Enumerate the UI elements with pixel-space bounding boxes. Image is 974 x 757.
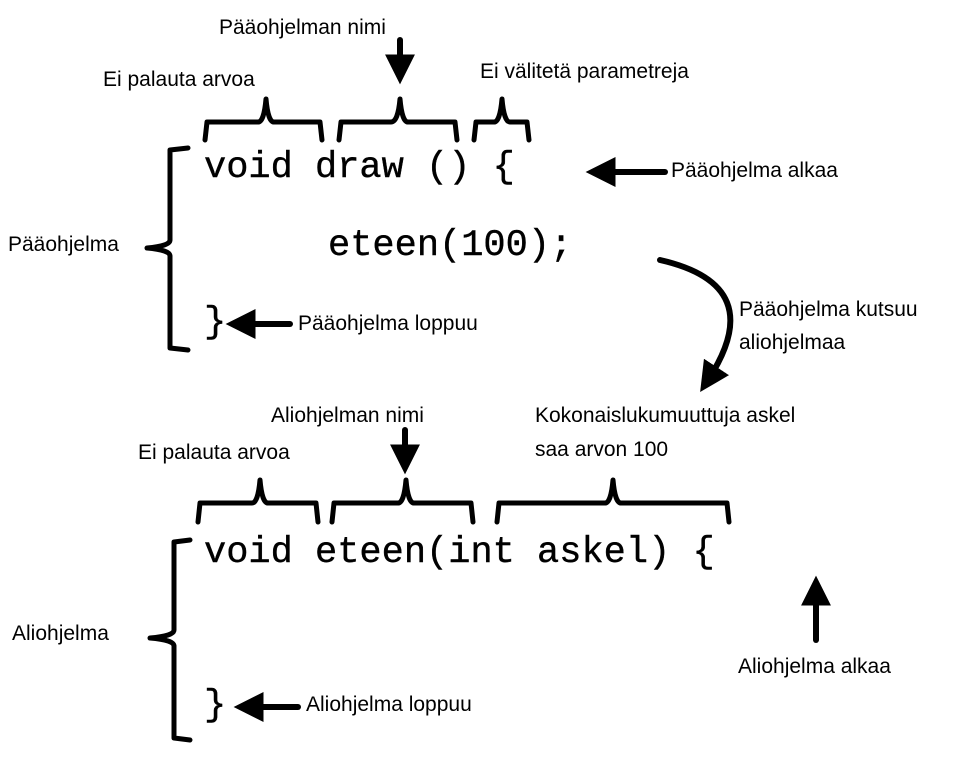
label-main-no-return: Ei palauta arvoa xyxy=(103,68,255,91)
label-sub-end: Aliohjelma loppuu xyxy=(306,693,472,716)
brace-name-main xyxy=(336,96,460,143)
code-sub-header: void eteen(int askel) { xyxy=(204,532,715,574)
label-main-end: Pääohjelma loppuu xyxy=(298,312,478,335)
brace-sub-block xyxy=(147,537,193,743)
brace-no-return-sub xyxy=(195,477,321,525)
label-sub-param-line1: Kokonaislukumuuttuja askel xyxy=(535,404,796,427)
code-sub-close: } xyxy=(204,685,227,727)
label-sub-no-return: Ei palauta arvoa xyxy=(138,441,290,464)
label-main-no-params: Ei välitetä parametreja xyxy=(480,60,689,83)
code-main-call: eteen(100); xyxy=(328,225,573,267)
label-call-line2: aliohjelmaa xyxy=(739,331,846,354)
code-main-close: } xyxy=(204,302,227,344)
arrow-call-curve xyxy=(657,257,734,393)
label-main-start: Pääohjelma alkaa xyxy=(671,159,838,182)
label-main-name: Pääohjelman nimi xyxy=(219,16,386,39)
brace-no-params-main xyxy=(471,96,532,143)
code-main-header: void draw () { xyxy=(204,147,515,189)
label-sub-start: Aliohjelma alkaa xyxy=(738,655,891,678)
brace-main-block xyxy=(144,145,191,353)
brace-name-sub xyxy=(329,477,476,525)
label-call-line1: Pääohjelma kutsuu xyxy=(739,298,918,321)
brace-param-sub xyxy=(494,477,732,525)
brace-no-return-main xyxy=(202,96,325,143)
label-sub-name: Aliohjelman nimi xyxy=(271,404,424,427)
label-main-block: Pääohjelma xyxy=(8,233,119,256)
label-sub-param-line2: saa arvon 100 xyxy=(535,438,669,461)
label-sub-block: Aliohjelma xyxy=(12,622,109,645)
